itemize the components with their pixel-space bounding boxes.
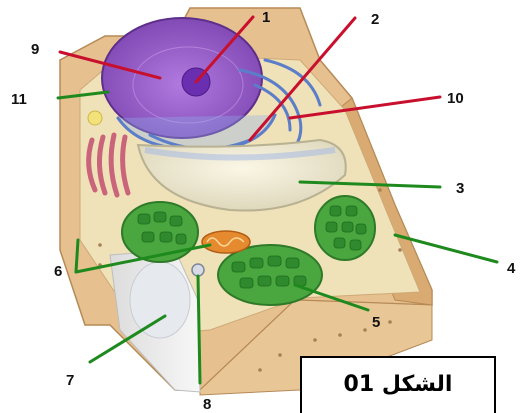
figure-caption: الشكل 01 bbox=[302, 372, 494, 397]
cytoplasm-blob bbox=[130, 262, 190, 338]
small-organelle bbox=[192, 264, 204, 276]
label-6: 6 bbox=[54, 263, 62, 280]
label-1: 1 bbox=[262, 9, 270, 26]
chloroplast-bottom bbox=[218, 245, 322, 305]
label-11: 11 bbox=[11, 91, 27, 108]
leader-6a bbox=[76, 240, 78, 272]
leader-8 bbox=[198, 276, 200, 383]
label-7: 7 bbox=[66, 372, 74, 389]
label-8: 8 bbox=[203, 396, 211, 413]
figure-caption-box: الشكل 01 bbox=[300, 356, 496, 413]
label-9: 9 bbox=[31, 41, 39, 58]
chloroplast-left bbox=[122, 202, 198, 262]
label-10: 10 bbox=[447, 90, 464, 107]
label-5: 5 bbox=[372, 314, 380, 331]
label-4: 4 bbox=[507, 260, 516, 277]
mitochondrion bbox=[202, 231, 250, 253]
label-3: 3 bbox=[456, 180, 464, 197]
chloroplast-right bbox=[315, 196, 375, 260]
label-2: 2 bbox=[371, 11, 379, 28]
vesicle bbox=[88, 111, 102, 125]
